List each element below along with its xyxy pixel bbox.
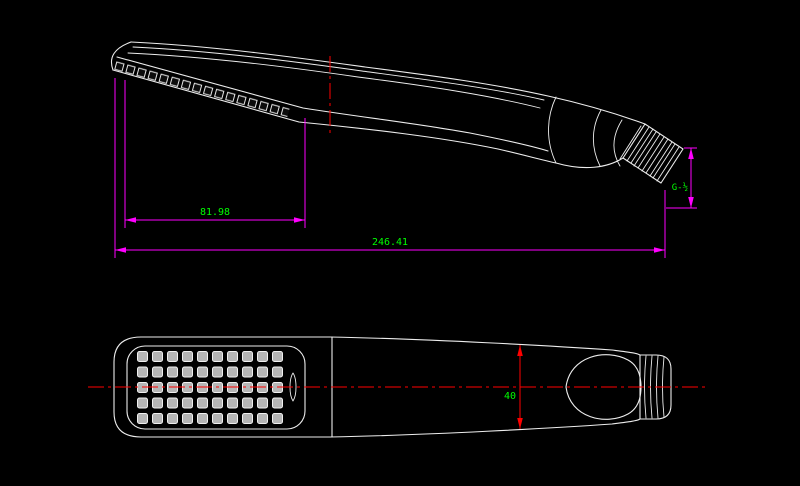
bell-rim-arc: [548, 96, 557, 164]
thread-spec-text: G-½: [672, 182, 688, 193]
face-almond-slot: [289, 372, 297, 402]
thread-outline: [622, 123, 684, 184]
dim-face-length-text: 81.98: [200, 207, 230, 218]
surface-line-1: [132, 46, 545, 101]
dim-thread-spec: G-½: [666, 147, 697, 209]
dim-total-length-text: 246.41: [372, 237, 408, 248]
shower-wand-side-outline: [110, 41, 684, 184]
shower-wand-plan-outline: [113, 336, 672, 438]
wand-top-contour: [130, 41, 646, 125]
plan-bottom-edge: [140, 418, 641, 438]
plan-view: 40: [88, 336, 708, 438]
plan-top-edge: [140, 336, 641, 356]
bell-inner-arc-2: [613, 119, 623, 167]
wand-bottom-contour: [112, 69, 624, 169]
dim-total-length: 246.41: [114, 78, 666, 258]
nozzle-grid: [137, 351, 285, 427]
plan-thread-crest-1: [644, 355, 647, 419]
side-nozzle-row: [113, 61, 290, 118]
bell-inner-arc-1: [592, 109, 602, 167]
thread-step-line: [619, 125, 642, 160]
side-nozzle-strip: [113, 61, 290, 118]
head-left-cap: [110, 41, 132, 71]
surface-line-2: [127, 52, 541, 109]
dim-width-text: 40: [504, 391, 516, 402]
side-view: 81.98 246.41 G-½: [110, 41, 697, 258]
thread-hatch: [626, 126, 680, 182]
plan-left-cap: [113, 336, 142, 438]
spray-face-edge: [116, 56, 549, 152]
dim-face-length: 81.98: [124, 80, 306, 228]
dim-width: 40: [504, 345, 523, 429]
